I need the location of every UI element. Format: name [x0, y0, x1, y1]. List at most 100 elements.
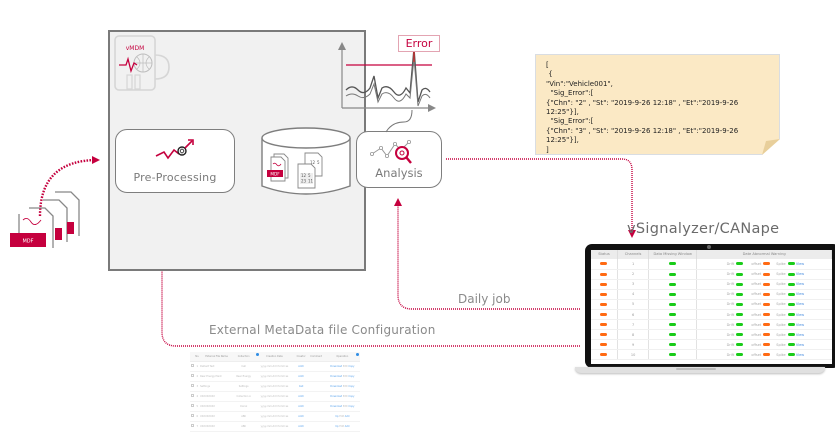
- meta-no: 4: [194, 391, 201, 402]
- op-primary[interactable]: Download: [330, 404, 343, 408]
- offset-label: offset: [751, 352, 762, 357]
- view-link[interactable]: View: [795, 322, 805, 327]
- op-secondary[interactable]: Copy: [348, 404, 355, 408]
- op-secondary[interactable]: Copy: [348, 394, 355, 398]
- view-link[interactable]: View: [795, 312, 805, 317]
- op-edit[interactable]: Edit: [339, 424, 344, 428]
- op-primary[interactable]: Up: [335, 424, 339, 428]
- offset-indicator: [763, 292, 771, 296]
- meta-operations: Download Edit Copy: [324, 391, 360, 402]
- meta-row-checkbox[interactable]: [190, 371, 195, 382]
- drift-label: Drift: [726, 312, 735, 317]
- meta-operations: Download Edit Copy: [324, 381, 360, 392]
- meta-creator: Addr: [294, 361, 308, 372]
- meta-date: yyyy-mm-dd hh:mm:ss: [254, 411, 295, 422]
- meta-no: 1: [194, 361, 201, 372]
- channel-number: 2: [617, 269, 650, 280]
- op-edit[interactable]: Edit: [342, 364, 348, 368]
- missing-indicator: [669, 353, 677, 357]
- view-link[interactable]: View: [795, 352, 805, 357]
- meta-row-checkbox[interactable]: [190, 401, 195, 412]
- status-indicator: [600, 343, 608, 347]
- drift-indicator: [736, 262, 744, 266]
- view-link[interactable]: View: [795, 272, 805, 277]
- meta-row-checkbox[interactable]: [190, 391, 195, 402]
- missing-indicator: [669, 282, 677, 286]
- op-edit[interactable]: Edit: [342, 384, 348, 388]
- meta-date: yyyy-mm-dd hh:mm:ss: [254, 401, 295, 412]
- status-cell: [591, 309, 618, 321]
- drift-label: Drift: [726, 302, 735, 307]
- meta-creator: Addr: [294, 391, 308, 402]
- meta-col-header: No.: [194, 352, 201, 362]
- storage-cell: 5: [317, 160, 320, 165]
- meta-creator: Addr: [294, 401, 308, 412]
- op-secondary[interactable]: Copy: [348, 384, 355, 388]
- drift-indicator: [736, 313, 744, 317]
- spike-indicator: [787, 262, 795, 266]
- laptop-screen: Status Channels Data Missing Window Date…: [585, 244, 835, 368]
- storage-database-icon: MDF 12 5 12 5 23 11: [261, 127, 351, 195]
- spike-indicator: [787, 343, 795, 347]
- view-link[interactable]: View: [795, 302, 805, 307]
- drift-indicator: [736, 292, 744, 296]
- op-secondary[interactable]: Add: [344, 424, 350, 428]
- offset-indicator: [763, 313, 771, 317]
- view-link[interactable]: View: [795, 342, 805, 347]
- view-link[interactable]: View: [795, 282, 805, 287]
- meta-row-checkbox[interactable]: [190, 361, 195, 372]
- spike-indicator: [787, 353, 795, 357]
- spike-label: Spike: [776, 272, 786, 277]
- view-link[interactable]: View: [795, 261, 805, 266]
- meta-row-checkbox[interactable]: [190, 421, 195, 432]
- offset-label: offset: [751, 312, 762, 317]
- spike-indicator: [787, 333, 795, 337]
- meta-col-header: Creator: [294, 352, 308, 362]
- op-primary[interactable]: Up: [335, 414, 339, 418]
- offset-indicator: [763, 353, 771, 357]
- op-secondary[interactable]: Copy: [348, 374, 355, 378]
- vmdm-logo-text: vMDM: [126, 45, 145, 52]
- col-abnormal-warning: Date Abnormal Warning: [696, 250, 832, 259]
- op-edit[interactable]: Edit: [339, 414, 344, 418]
- spike-label: Spike: [776, 302, 786, 307]
- drift-label: Drift: [726, 292, 735, 297]
- missing-cell: [648, 339, 698, 351]
- op-primary[interactable]: Download: [330, 394, 343, 398]
- meta-row-checkbox[interactable]: [190, 411, 195, 422]
- view-link[interactable]: View: [795, 332, 805, 337]
- meta-row-checkbox[interactable]: [190, 381, 195, 392]
- op-edit[interactable]: Edit: [342, 374, 348, 378]
- op-primary[interactable]: Download: [330, 384, 343, 388]
- view-link[interactable]: View: [795, 292, 805, 297]
- offset-indicator: [763, 343, 771, 347]
- op-primary[interactable]: Download: [330, 364, 343, 368]
- op-secondary[interactable]: Copy: [348, 364, 355, 368]
- spike-indicator: [787, 272, 795, 276]
- op-edit[interactable]: Edit: [342, 404, 348, 408]
- offset-indicator: [763, 302, 771, 306]
- op-edit[interactable]: Edit: [342, 394, 348, 398]
- op-primary[interactable]: Download: [330, 374, 343, 378]
- op-secondary[interactable]: Add: [344, 414, 350, 418]
- input-to-preprocessing-arrow: [38, 156, 100, 217]
- drift-indicator: [736, 282, 744, 286]
- offset-indicator: [763, 272, 771, 276]
- meta-operations: Download Edit Copy: [324, 371, 360, 382]
- meta-collection: Collection A: [233, 391, 255, 402]
- storage-cell: 5: [308, 173, 311, 178]
- col-data-missing: Data Missing Window: [648, 250, 698, 259]
- meta-collection: Rear Energy: [233, 371, 255, 382]
- storage-cell: 11: [308, 179, 314, 184]
